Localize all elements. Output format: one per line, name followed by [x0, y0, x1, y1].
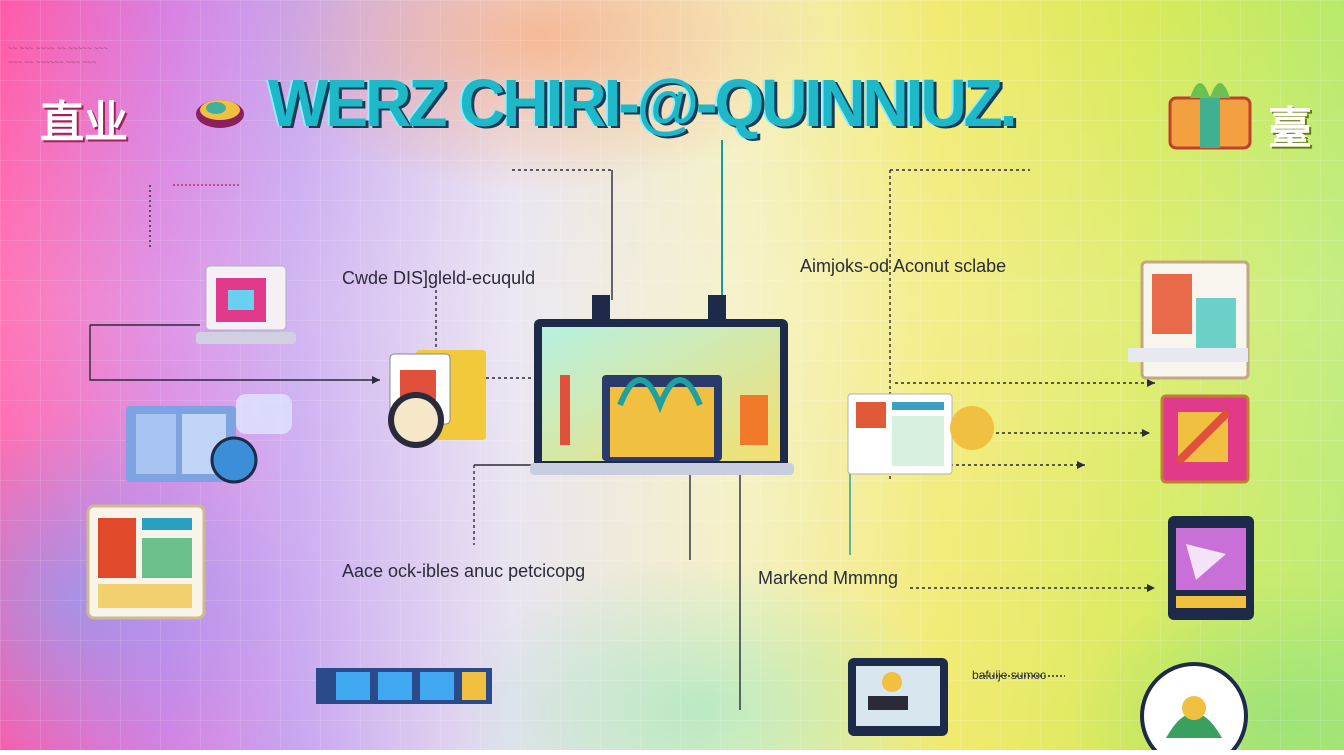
spreadsheet-icon — [842, 392, 1002, 487]
label-bottom-small: bafuije sumoc — [972, 668, 1047, 682]
laptop-icon — [196, 262, 296, 357]
label-left-upper: Cwde DIS]gleld-ecuquld — [342, 268, 536, 288]
document-icon — [1128, 258, 1258, 389]
arrow-head — [372, 376, 380, 384]
arrow-head — [1077, 461, 1085, 469]
arrow-head — [1147, 379, 1155, 387]
monitor-icon — [846, 656, 950, 745]
gift-box-icon — [1160, 68, 1260, 163]
center-monitor-icon — [530, 295, 794, 485]
diagram-title: WERZ CHIRI-@-QUINNIUZ. — [268, 65, 1018, 141]
label-left-lower: Aace ock-ibles anuc petcicopg — [342, 561, 586, 581]
arrow-head — [1142, 429, 1150, 437]
decorative-notes: ~~ ~~~ ~~~~ ~~ ~~~~~ ~~~ — [8, 44, 108, 53]
title-left-glyphs: 直业 — [40, 98, 128, 147]
monitor-icon — [1166, 514, 1258, 635]
decorative-notes: ~~~ ~~ ~~~~~~ ~~~ ~~~ — [8, 58, 97, 67]
label-right-lower: Markend Mmmng — [758, 568, 899, 588]
sticker-icon — [190, 84, 250, 139]
connector-left-mid — [89, 325, 380, 381]
arrow-head — [1147, 584, 1155, 592]
calendar-icon — [86, 500, 208, 625]
globe-icon — [1136, 658, 1252, 755]
shopping-bag-icon — [376, 340, 500, 465]
label-right-upper: Aimjoks-od Aconut sclabe — [800, 256, 1007, 276]
tablet-icon — [126, 394, 296, 499]
film-strip-icon — [316, 664, 492, 713]
title-right-glyph: 臺 — [1268, 104, 1312, 153]
shopping-bag-icon — [1156, 390, 1256, 495]
